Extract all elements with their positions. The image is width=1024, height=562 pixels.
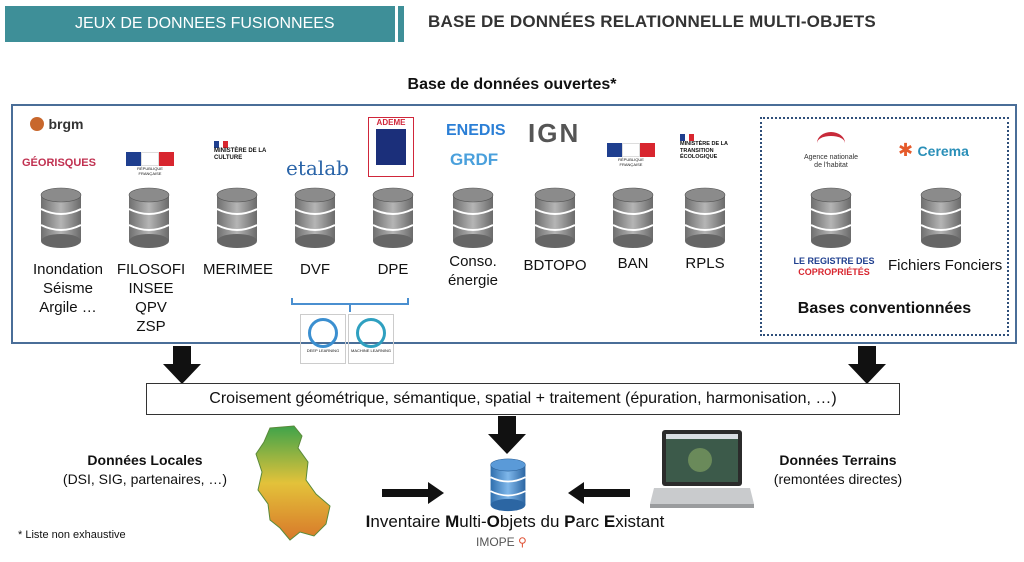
database-icon: [452, 187, 494, 249]
grdf-logo: GRDF: [450, 150, 499, 169]
registre-coproprietes-logo: LE REGISTRE DES COPROPRIÉTÉS: [793, 256, 875, 277]
ign-logo: IGN: [528, 118, 581, 148]
arrow-down-icon: [163, 346, 201, 384]
etalab-logo: etalab: [286, 156, 349, 180]
source-label-merimee: MERIMEE: [202, 261, 273, 278]
source-label-filosofi: FILOSOFI INSEE QPV ZSP: [116, 261, 186, 335]
field-data-title: Données Terrains: [779, 452, 897, 468]
cerema-logo: ✱ Cerema: [898, 140, 969, 160]
crossing-processing-box: Croisement géométrique, sémantique, spat…: [146, 383, 900, 415]
open-data-frame: [11, 104, 1017, 344]
database-icon: [40, 187, 82, 249]
ademe-logo: ADEME: [368, 117, 414, 177]
arrow-left-icon: [568, 482, 630, 504]
source-label-ban: BAN: [617, 255, 649, 272]
database-icon: [684, 187, 726, 249]
database-icon: [612, 187, 654, 249]
database-icon: [810, 187, 852, 249]
territory-map: [255, 425, 331, 541]
page-title: BASE DE DONNÉES RELATIONNELLE MULTI-OBJE…: [428, 12, 876, 31]
inventory-title: Inventaire Multi-Objets du Parc Existant: [365, 512, 665, 531]
local-data-title: Données Locales: [87, 452, 203, 468]
culture-logo: MINISTÈRE DE LA CULTURE: [214, 141, 269, 162]
deep-learning-badge: DEEP LEARNING: [300, 314, 346, 364]
database-icon: [534, 187, 576, 249]
imope-logo: IMOPE ⚲: [476, 535, 527, 549]
source-label-conso: Conso. énergie: [447, 253, 499, 289]
database-icon: [128, 187, 170, 249]
tab-separator: [398, 6, 404, 42]
conventional-title: Bases conventionnées: [797, 300, 972, 317]
local-data-subtitle: (DSI, SIG, partenaires, …): [62, 471, 228, 487]
enedis-logo: ENEDIS: [446, 122, 506, 139]
laptop-icon: [650, 430, 754, 508]
arrow-right-icon: [382, 482, 444, 504]
database-icon: [216, 187, 258, 249]
footnote: * Liste non exhaustive: [18, 529, 126, 541]
open-data-title: Base de données ouvertes*: [407, 76, 617, 93]
georisques-logo: GÉORISQUES: [22, 157, 96, 169]
brgm-logo: brgm: [30, 115, 90, 133]
database-icon: [372, 187, 414, 249]
dvf-dpe-bracket: [291, 298, 409, 312]
source-label-georisques: Inondation Séisme Argile …: [32, 261, 104, 316]
conventional-frame: [760, 117, 1009, 336]
machine-learning-badge: MACHINE LEARNING: [348, 314, 394, 364]
source-label-dpe: DPE: [377, 261, 409, 278]
anah-logo: Agence nationale de l'habitat: [802, 132, 860, 170]
transition-logo: MINISTÈRE DE LA TRANSITION ÉCOLOGIQUE: [680, 134, 742, 161]
arrow-down-icon: [488, 416, 526, 454]
source-label-rpls: RPLS: [685, 255, 725, 272]
republique-logo-1: RÉPUBLIQUE FRANÇAISE: [126, 152, 174, 176]
source-label-fichiers-fonciers: Fichiers Fonciers: [888, 257, 1003, 274]
database-icon: [920, 187, 962, 249]
tab-jeux-de-donnees[interactable]: JEUX DE DONNEES FUSIONNEES: [5, 6, 395, 42]
arrow-down-icon: [848, 346, 886, 384]
source-label-bdtopo: BDTOPO: [523, 257, 587, 274]
inventory-database-icon: [490, 458, 526, 512]
source-label-dvf: DVF: [300, 261, 330, 278]
field-data-subtitle: (remontées directes): [773, 471, 903, 487]
database-icon: [294, 187, 336, 249]
republique-logo-2: RÉPUBLIQUE FRANÇAISE: [607, 143, 655, 167]
